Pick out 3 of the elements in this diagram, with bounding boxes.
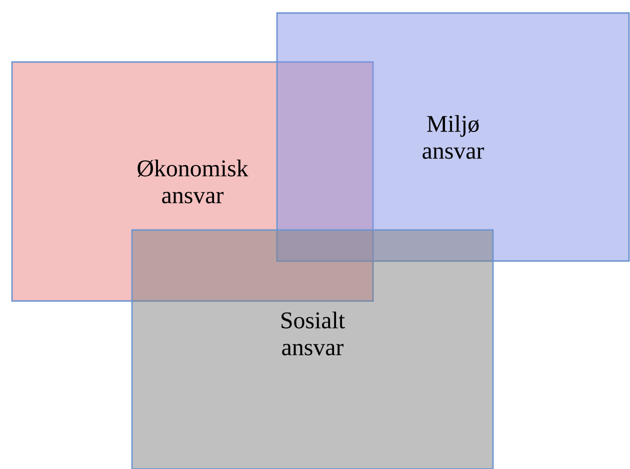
overlapping-rectangle: Miljø ansvar (276, 12, 630, 262)
overlapping-rectangle: Økonomisk ansvar (11, 61, 374, 302)
overlapping-rectangle: Sosialt ansvar (131, 229, 494, 469)
